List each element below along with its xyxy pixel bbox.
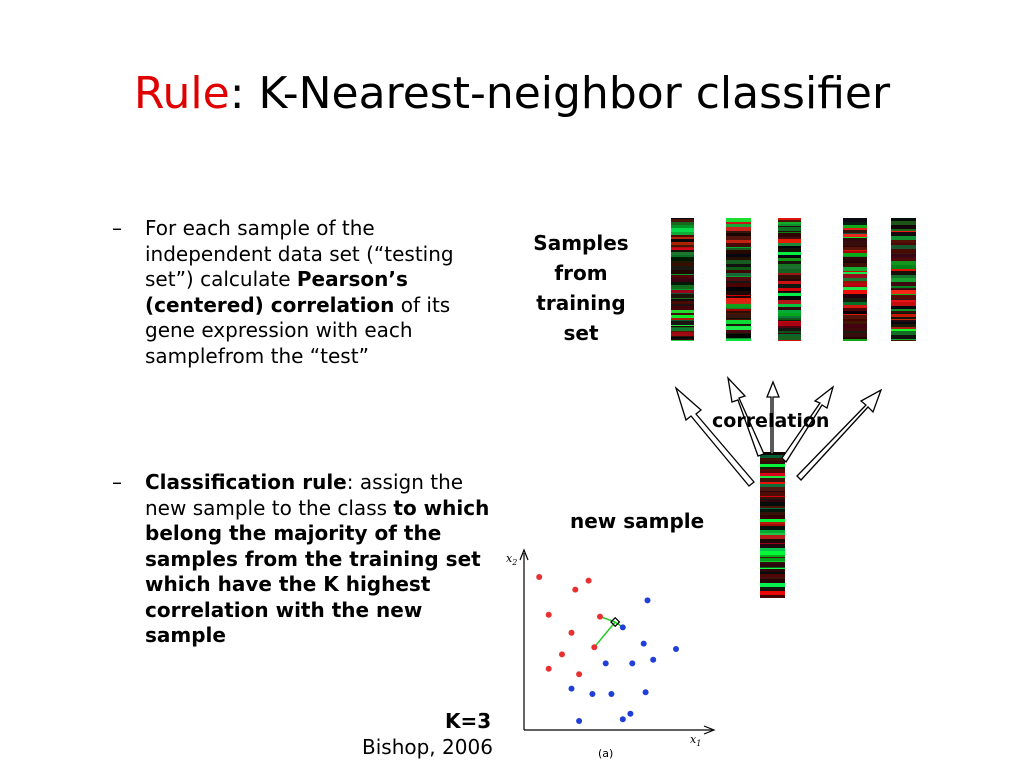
scatter-point-red (576, 671, 583, 678)
new-sample-strip (760, 452, 785, 598)
scatter-point-blue (642, 689, 649, 696)
scatter-point-red (572, 586, 579, 593)
scatter-point-blue (602, 660, 609, 667)
bullet-text: Classification rule: assign the new samp… (145, 470, 502, 649)
arrow-to-sample-1 (674, 385, 755, 487)
bullet-text-part: For each sample of the independent data … (145, 216, 454, 291)
scatter-point-red (536, 574, 543, 580)
training-sample-strip (843, 218, 867, 341)
k-value-label: K=3 (445, 709, 492, 733)
scatter-plot (536, 574, 679, 724)
scatter-point-blue (650, 656, 657, 663)
bullet-dash: – (112, 470, 122, 494)
scatter-point-red (559, 651, 565, 658)
bullet-text: For each sample of the independent data … (145, 216, 502, 369)
bullet-text-part: of its gene expression with each samplef… (145, 292, 451, 368)
arrow-to-sample-5 (796, 388, 883, 481)
samples-from-training-set-label: Samples from training set (522, 228, 640, 348)
query-point (610, 616, 621, 628)
scatter-point-blue (589, 691, 596, 697)
scatter-point-blue (629, 660, 636, 667)
scatter-point-blue (619, 624, 626, 631)
scatter-point-red (568, 629, 575, 636)
neighbor-link (593, 621, 616, 648)
scatter-point-blue (619, 716, 626, 723)
scatter-point-blue (673, 646, 679, 652)
training-sample-strip (671, 218, 694, 341)
bullet-classification-rule: – Classification rule: assign the new sa… (112, 470, 502, 649)
scatter-point-blue (627, 710, 634, 717)
scatter-point-red (591, 644, 598, 651)
training-sample-strip (726, 218, 751, 341)
arrow-to-sample-3 (766, 380, 780, 455)
label-line: from (554, 261, 608, 285)
bullet-bold: to which belong the majority of the samp… (145, 495, 490, 648)
bullet-bold: Pearson’s (centered) correlation (145, 267, 408, 317)
scatter-point-blue (640, 640, 647, 647)
title-rest: : K-Nearest-neighbor classifier (229, 68, 891, 119)
citation: Bishop, 2006 (362, 735, 493, 759)
y-axis-label: x2 (506, 552, 517, 567)
label-line: set (563, 321, 599, 345)
scatter-point-blue (576, 718, 583, 724)
scatter-axes (519, 548, 716, 735)
scatter-point-blue (644, 597, 651, 604)
plot-caption: (a) (598, 747, 613, 760)
scatter-point-red (585, 577, 592, 584)
arrow-to-sample-4 (781, 385, 835, 464)
bullet-dash: – (112, 216, 122, 240)
scatter-point-blue (568, 685, 575, 692)
training-sample-strip (778, 218, 801, 341)
bullet-bold: Classification rule (145, 470, 347, 494)
label-line: training (536, 291, 626, 315)
scatter-point-blue (608, 691, 615, 697)
scatter-point-red (597, 613, 603, 620)
new-sample-label: new sample (570, 509, 705, 533)
title-accent: Rule (133, 68, 230, 119)
scatter-point-red (545, 611, 552, 618)
x-axis-label: x1 (690, 733, 701, 748)
scatter-point-red (545, 665, 552, 672)
bullet-text-part: : assign the new sample to the class (145, 470, 464, 520)
label-line: Samples (533, 231, 629, 255)
arrow-to-sample-2 (727, 376, 765, 457)
slide-title: Rule: K-Nearest-neighbor classifier (0, 68, 1024, 119)
correlation-label: correlation (712, 410, 830, 432)
bullet-correlation: – For each sample of the independent dat… (112, 216, 502, 369)
training-sample-strip (891, 218, 916, 341)
